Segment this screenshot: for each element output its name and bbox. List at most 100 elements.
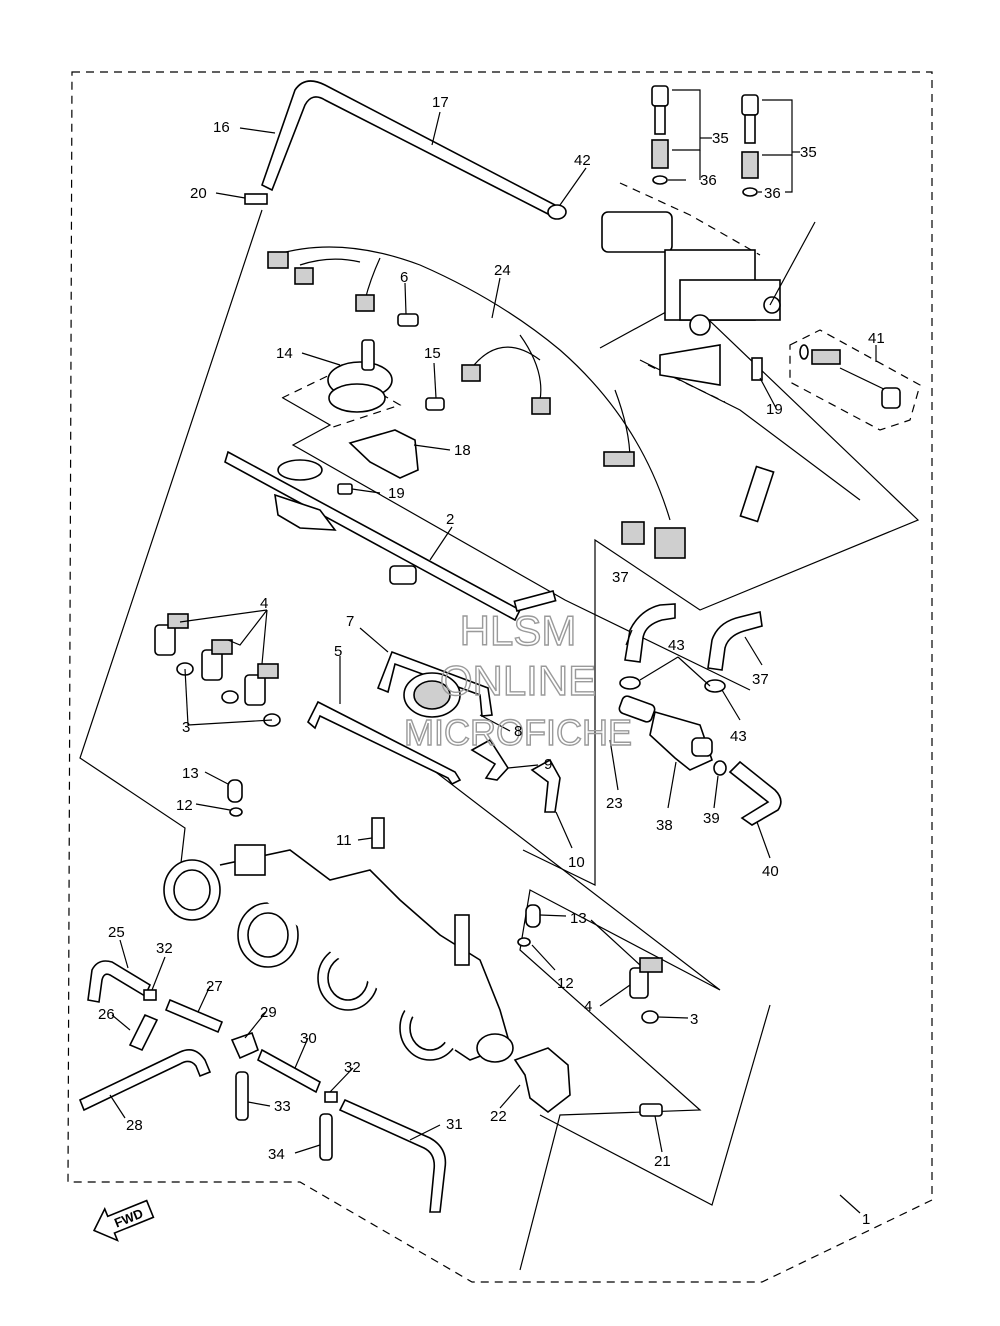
adjuster-41 (799, 344, 901, 409)
watermark-line3: MICROFICHE (404, 712, 632, 753)
screw-19-right (751, 357, 763, 381)
callout-35: 35 (712, 130, 729, 147)
callout-29: 29 (260, 1004, 277, 1021)
callout-21: 21 (654, 1153, 671, 1170)
callout-23: 23 (606, 795, 623, 812)
callout-43: 43 (730, 728, 747, 745)
callout-15: 15 (424, 345, 441, 362)
connector-c (355, 294, 375, 312)
fuel-rail-2-block (274, 493, 337, 531)
adjuster-dashed-outline (789, 329, 921, 431)
callout-19: 19 (388, 485, 405, 502)
watermark-line2: ONLINE (440, 657, 596, 704)
callout-12: 12 (176, 797, 193, 814)
callout-5: 5 (334, 643, 342, 660)
clip-12-left (229, 807, 243, 817)
cap-13-left (227, 779, 243, 803)
hose-34 (319, 1113, 333, 1161)
clip-43-left (619, 676, 641, 690)
callout-30: 30 (300, 1030, 317, 1047)
hose-5 (307, 700, 462, 786)
callout-13: 13 (182, 765, 199, 782)
assembly-boundary (67, 71, 933, 1283)
fwd-arrow: FWD (92, 1199, 155, 1242)
bolt-15 (425, 397, 445, 411)
callout-37: 37 (752, 671, 769, 688)
leader-lines (109, 111, 877, 1214)
watermark: HLSM ONLINE MICROFICHE (403, 606, 632, 753)
connector-e (531, 397, 551, 415)
hose-27 (164, 998, 224, 1034)
pilot-screw-left (651, 85, 669, 185)
hose-25 (87, 960, 152, 1003)
oring-3-b (221, 690, 239, 704)
callout-32: 32 (156, 940, 173, 957)
rail-fitting (389, 565, 417, 585)
hose-9 (470, 738, 510, 781)
injector-4-b (201, 639, 233, 681)
callout-34: 34 (268, 1146, 285, 1163)
callout-41: 41 (868, 330, 885, 347)
throttle-body (163, 844, 514, 1063)
fuel-rail-2 (224, 450, 522, 622)
bolt-6 (397, 313, 419, 327)
fitting-11 (371, 817, 385, 849)
callout-37: 37 (612, 569, 629, 586)
callout-36: 36 (764, 185, 781, 202)
bracket-35-left (672, 89, 701, 151)
callout-26: 26 (98, 1006, 115, 1023)
screw-21 (639, 1103, 663, 1117)
hose-short-right (739, 465, 775, 523)
fitting-32-left (143, 989, 157, 1001)
callout-33: 33 (274, 1098, 291, 1115)
callout-13: 13 (570, 910, 587, 927)
callout-27: 27 (206, 978, 223, 995)
connector-g (621, 521, 645, 545)
hose-37-right (707, 611, 763, 671)
clip-43-right (704, 679, 726, 693)
watermark-line1: HLSM (460, 607, 577, 654)
callout-2: 2 (446, 511, 454, 528)
callout-11: 11 (336, 832, 352, 849)
bracket-35-right (762, 99, 793, 156)
hose-17 (261, 80, 557, 217)
callout-4: 4 (260, 595, 268, 612)
callout-17: 17 (432, 94, 449, 111)
callout-16: 16 (213, 119, 230, 136)
callout-1: 1 (862, 1211, 870, 1228)
hose-33 (235, 1071, 249, 1121)
isc-unit (601, 211, 781, 386)
hose-37-left (624, 603, 676, 663)
clamp-42 (547, 204, 567, 220)
callout-19: 19 (766, 401, 783, 418)
group-outline-isc (639, 359, 861, 501)
rail-end (513, 590, 557, 612)
group-outline-right (522, 299, 920, 886)
rail-mount (277, 459, 323, 481)
callout-4: 4 (584, 998, 592, 1015)
callout-3: 3 (182, 719, 190, 736)
injector-4-a (154, 613, 189, 656)
callout-32: 32 (344, 1059, 361, 1076)
callout-14: 14 (276, 345, 293, 362)
hose-10 (530, 758, 561, 813)
callout-43: 43 (668, 637, 685, 654)
clip-12-right (517, 937, 531, 947)
callout-40: 40 (762, 863, 779, 880)
clip-39 (713, 760, 727, 776)
callout-9: 9 (544, 756, 552, 773)
callouts: 1 2 3 3 4 4 5 6 7 8 9 10 11 12 12 13 13 … (98, 94, 885, 1228)
callout-36: 36 (700, 172, 717, 189)
joint-38 (618, 695, 713, 771)
group-outline-rail (282, 397, 751, 691)
bracket-18 (348, 429, 419, 479)
callout-31: 31 (446, 1116, 463, 1133)
callout-28: 28 (126, 1117, 143, 1134)
screw-long (769, 221, 816, 306)
callout-25: 25 (108, 924, 125, 941)
cap-13-right (525, 904, 541, 928)
callout-24: 24 (494, 262, 511, 279)
wire-harness-24 (274, 246, 671, 521)
callout-10: 10 (568, 854, 585, 871)
